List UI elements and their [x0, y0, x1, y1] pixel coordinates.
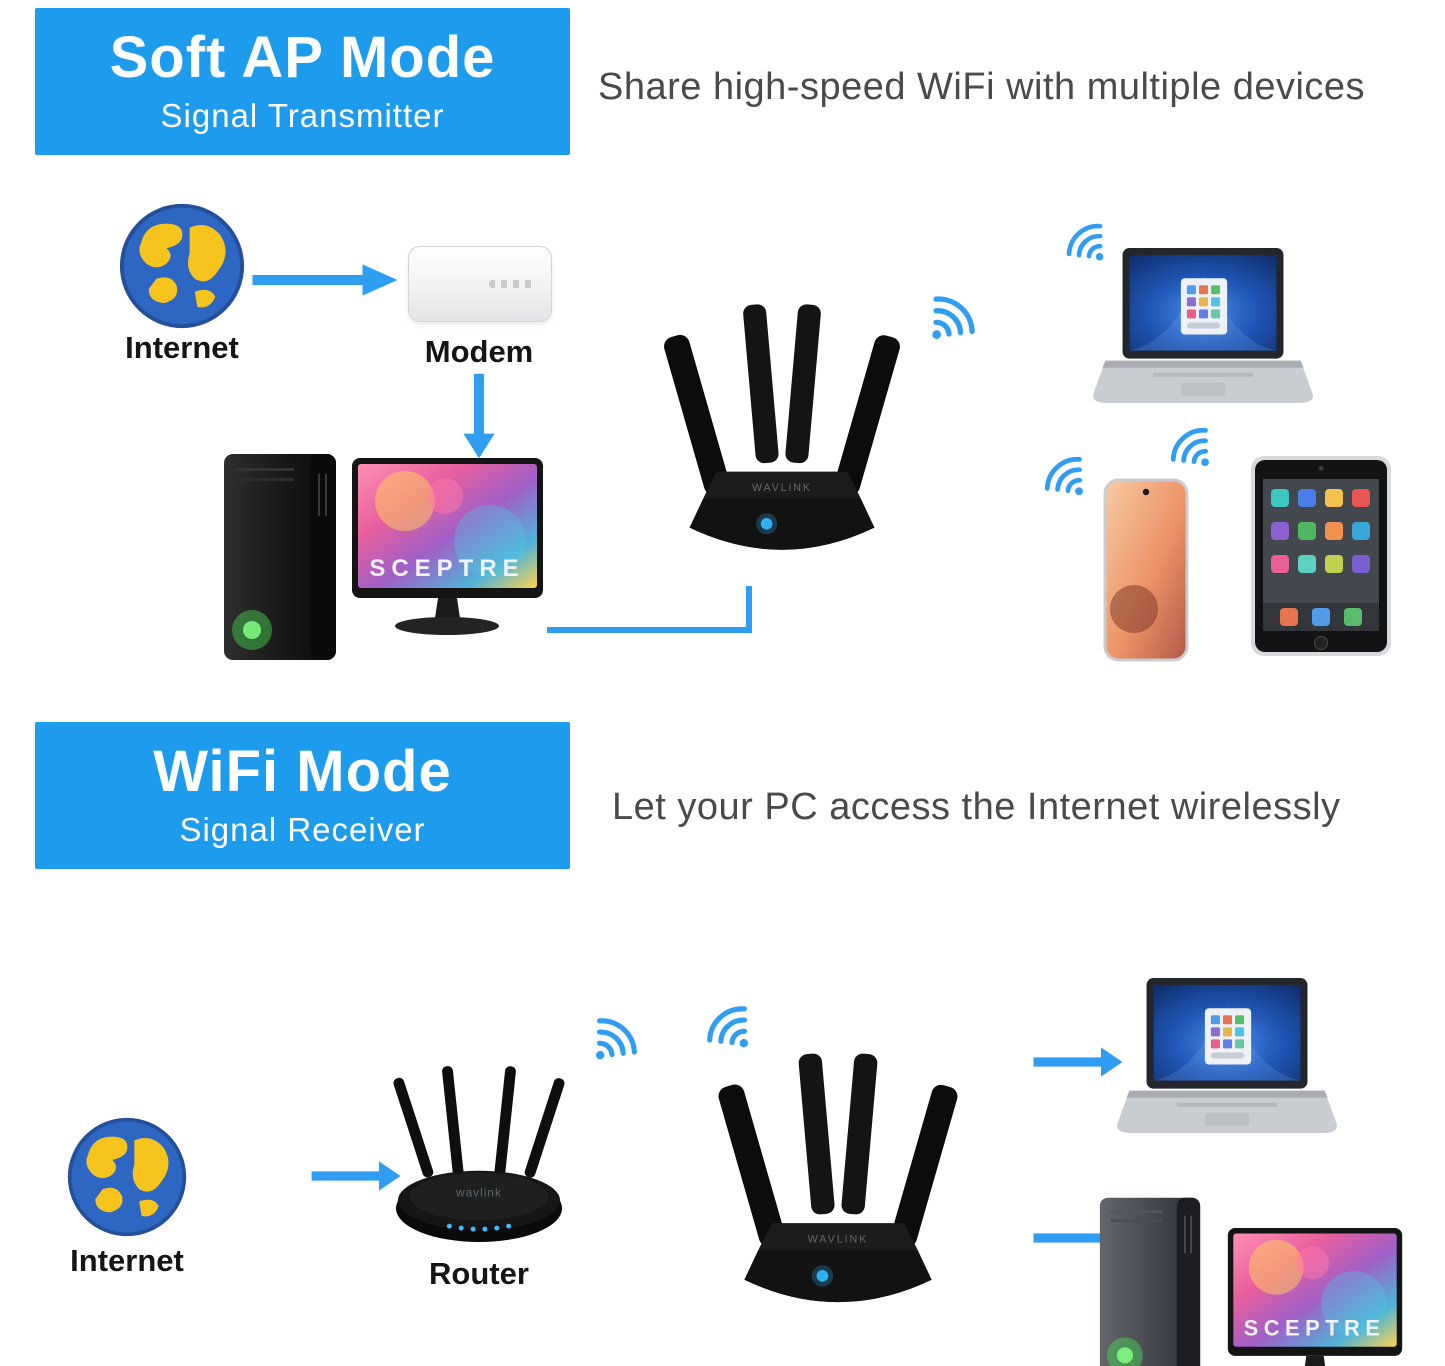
laptop-illustration — [1116, 976, 1338, 1143]
wifi-mode-description: Let your PC access the Internet wireless… — [612, 786, 1341, 828]
router-brand-text: wavlink — [455, 1186, 502, 1200]
arrow-right-icon — [310, 1160, 402, 1192]
wifi-adapter-illustration: WAVLINK — [716, 1036, 960, 1348]
desktop-tower-illustration — [1086, 1196, 1214, 1366]
connection-line — [545, 584, 753, 636]
soft-ap-description: Share high-speed WiFi with multiple devi… — [598, 66, 1366, 108]
desktop-tower-illustration — [222, 452, 338, 662]
arrow-right-icon — [1032, 1046, 1124, 1078]
soft-ap-title: Soft AP Mode — [109, 25, 496, 91]
router-label: Router — [429, 1256, 529, 1291]
laptop-illustration — [1092, 246, 1314, 413]
router-leds — [446, 1223, 512, 1232]
tablet-illustration — [1250, 455, 1392, 657]
wifi-signal-icon — [572, 1002, 651, 1081]
internet-label: Internet — [70, 1243, 184, 1278]
wifi-signal-icon — [692, 990, 771, 1069]
wifi-signal-icon — [1031, 442, 1104, 515]
wifi-signal-icon — [908, 280, 990, 362]
arrow-down-icon — [462, 372, 496, 460]
internet-globe-icon — [66, 1116, 188, 1238]
wifi-mode-subtitle: Signal Receiver — [179, 810, 426, 848]
smartphone-illustration — [1102, 477, 1190, 663]
monitor-brand-text: SCEPTRE — [1244, 1316, 1386, 1341]
soft-ap-banner: Soft AP Mode Signal Transmitter — [35, 8, 570, 155]
wifi-mode-title: WiFi Mode — [153, 739, 452, 805]
wifi-mode-banner: WiFi Mode Signal Receiver — [35, 722, 570, 869]
internet-globe-icon — [118, 202, 246, 330]
router-illustration: wavlink — [390, 1056, 568, 1248]
windows-start-tiles — [1186, 285, 1221, 329]
monitor-illustration: SCEPTRE — [1226, 1226, 1404, 1366]
windows-start-tiles — [1210, 1015, 1245, 1059]
modem-label: Modem — [424, 334, 534, 369]
modem-illustration — [408, 246, 552, 322]
internet-label: Internet — [125, 330, 239, 365]
adapter-brand-text: WAVLINK — [752, 482, 812, 494]
wifi-adapter-illustration: WAVLINK — [663, 287, 901, 595]
monitor-illustration: SCEPTRE — [350, 456, 545, 656]
tablet-app-icons — [1263, 489, 1379, 631]
modem-vents — [489, 280, 537, 288]
arrow-right-icon — [250, 263, 400, 297]
wifi-signal-icon — [1157, 413, 1230, 486]
soft-ap-subtitle: Signal Transmitter — [160, 96, 445, 134]
wifi-signal-icon — [1054, 210, 1125, 281]
monitor-brand-text: SCEPTRE — [369, 555, 524, 582]
adapter-brand-text: WAVLINK — [808, 1234, 869, 1246]
